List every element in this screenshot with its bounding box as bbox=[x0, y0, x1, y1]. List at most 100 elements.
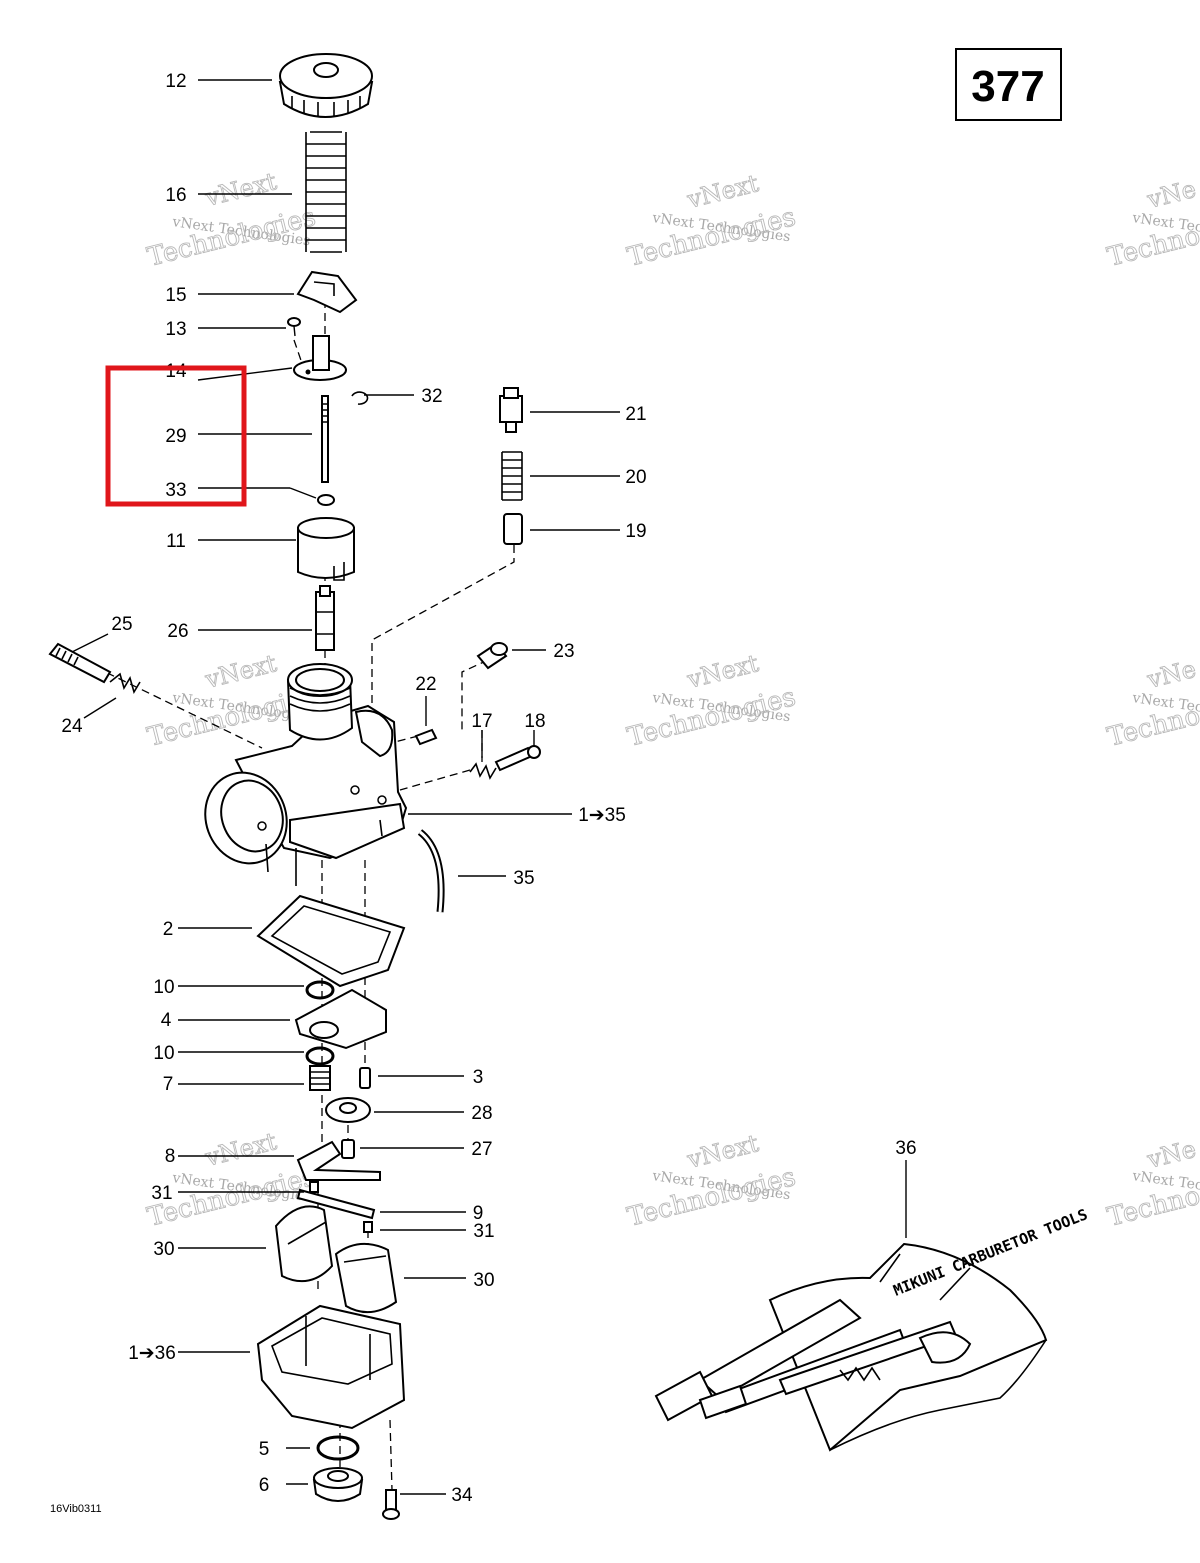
watermark-group-8: vNext vNext Technologies Technologies bbox=[624, 1129, 799, 1234]
watermark-text: vNext bbox=[684, 169, 762, 214]
part-19-plunger bbox=[503, 513, 523, 545]
part-28-seat bbox=[325, 1097, 371, 1123]
callout-11: 11 bbox=[166, 531, 186, 552]
part-25-screw bbox=[48, 642, 112, 684]
part-13-screw bbox=[287, 317, 301, 337]
watermark-text: Technologies bbox=[144, 202, 318, 273]
watermark-text: Techno bbox=[1104, 1181, 1200, 1233]
callout-6: 6 bbox=[259, 1475, 270, 1496]
callout-1-35: 1➔35 bbox=[578, 805, 626, 826]
watermark-text: Technologies bbox=[624, 1162, 798, 1233]
part-14-retainer bbox=[293, 335, 347, 381]
part-34-screw bbox=[382, 1489, 400, 1520]
callout-21: 21 bbox=[625, 404, 646, 425]
callout-10-lower: 10 bbox=[153, 1043, 174, 1064]
part-20-spring bbox=[501, 451, 523, 501]
part-23-cap bbox=[476, 642, 508, 670]
callout-28: 28 bbox=[471, 1103, 492, 1124]
watermark-text: vNext bbox=[684, 1129, 762, 1174]
part-float-bowl bbox=[256, 1304, 406, 1430]
part-7-jet-holder bbox=[309, 1065, 331, 1091]
highlight-box bbox=[105, 365, 247, 507]
watermark-group-3: vNe vNext Tec Techno bbox=[1104, 174, 1200, 273]
part-10-oring-upper bbox=[305, 980, 335, 1000]
watermark-text: Technologies bbox=[624, 202, 798, 273]
callout-27: 27 bbox=[471, 1139, 492, 1160]
part-31-screw bbox=[309, 1181, 373, 1233]
callout-24: 24 bbox=[61, 716, 83, 737]
part-24-spring bbox=[109, 672, 141, 694]
watermark-text: Technologies bbox=[624, 682, 798, 753]
callout-9: 9 bbox=[473, 1203, 484, 1224]
callout-18: 18 bbox=[524, 711, 545, 732]
assembly-dash-lines bbox=[59, 300, 515, 1491]
callout-12: 12 bbox=[165, 71, 186, 92]
callout-23: 23 bbox=[553, 641, 574, 662]
part-35-hose bbox=[417, 829, 445, 913]
callout-31-left: 31 bbox=[151, 1183, 172, 1204]
part-12-cap bbox=[278, 53, 374, 118]
callout-36: 36 bbox=[895, 1138, 916, 1159]
part-21-fitting bbox=[499, 387, 523, 433]
watermark-group-5: vNext vNext Technologies Technologies bbox=[624, 649, 799, 754]
callout-25: 25 bbox=[111, 614, 132, 635]
callout-5: 5 bbox=[259, 1439, 270, 1460]
watermark-group-9: vNe vNext Tec Techno bbox=[1104, 1134, 1200, 1233]
part-8-float-arm bbox=[296, 1140, 381, 1181]
part-30-float-left bbox=[274, 1205, 334, 1283]
part-29-needle bbox=[321, 395, 329, 483]
part-18-screw bbox=[494, 745, 541, 772]
callout-17: 17 bbox=[471, 711, 492, 732]
part-3-jet bbox=[359, 1067, 371, 1089]
drawing-code: 16Vib0311 bbox=[50, 1503, 102, 1515]
watermark-text: vNext bbox=[202, 649, 280, 694]
callout-labels: 12 16 15 13 14 32 29 33 11 26 25 24 21 2… bbox=[61, 71, 916, 1506]
callout-7: 7 bbox=[163, 1074, 174, 1095]
watermark-text: vNext bbox=[684, 649, 762, 694]
part-30-float-right bbox=[334, 1243, 398, 1313]
callout-2: 2 bbox=[163, 919, 174, 940]
watermark-group-2: vNext vNext Technologies Technologies bbox=[624, 169, 799, 274]
page-number: 377 bbox=[971, 62, 1044, 111]
part-27-valve bbox=[341, 1139, 355, 1159]
callout-33: 33 bbox=[165, 480, 186, 501]
part-2-gasket bbox=[256, 894, 406, 988]
watermark-text: vNext bbox=[202, 1127, 280, 1172]
callout-30-left: 30 bbox=[153, 1239, 174, 1260]
callout-29: 29 bbox=[165, 426, 186, 447]
watermark-text: vNe bbox=[1144, 175, 1199, 214]
part-17-screw bbox=[469, 762, 497, 780]
part-26-holder bbox=[315, 585, 335, 651]
callout-30-right: 30 bbox=[473, 1270, 494, 1291]
callout-8: 8 bbox=[165, 1146, 176, 1167]
part-5-oring bbox=[316, 1435, 360, 1461]
callout-32: 32 bbox=[421, 386, 442, 407]
part-32-clip bbox=[351, 391, 369, 405]
callout-4: 4 bbox=[161, 1010, 172, 1031]
watermark-text: vNe bbox=[1144, 655, 1199, 694]
part-6-plug bbox=[312, 1467, 364, 1502]
callout-3: 3 bbox=[473, 1067, 484, 1088]
part-22-jet bbox=[414, 728, 438, 746]
part-15-plate bbox=[296, 270, 358, 314]
leader-lines bbox=[71, 79, 907, 1495]
watermark-text: vNext bbox=[202, 167, 280, 212]
callout-1-36: 1➔36 bbox=[128, 1343, 176, 1364]
watermark-group-1: vNext vNext Technologies Technologies bbox=[144, 167, 319, 274]
page-number-box: 377 bbox=[955, 48, 1062, 121]
callout-35: 35 bbox=[513, 868, 534, 889]
callout-26: 26 bbox=[167, 621, 188, 642]
callout-19: 19 bbox=[625, 521, 646, 542]
part-10-oring-lower bbox=[305, 1046, 335, 1066]
callout-14: 14 bbox=[165, 361, 187, 382]
part-1-carburetor-body bbox=[204, 663, 408, 886]
callout-15: 15 bbox=[165, 285, 186, 306]
watermark-group-6: vNe vNext Tec Techno bbox=[1104, 654, 1200, 753]
part-9-pin bbox=[296, 1188, 376, 1220]
part-36-toolkit: MIKUNI CARBURETOR TOOLS bbox=[654, 1205, 1090, 1452]
watermark-text: vNe bbox=[1144, 1135, 1199, 1174]
callout-31-right: 31 bbox=[473, 1221, 494, 1242]
callout-34: 34 bbox=[451, 1485, 473, 1506]
